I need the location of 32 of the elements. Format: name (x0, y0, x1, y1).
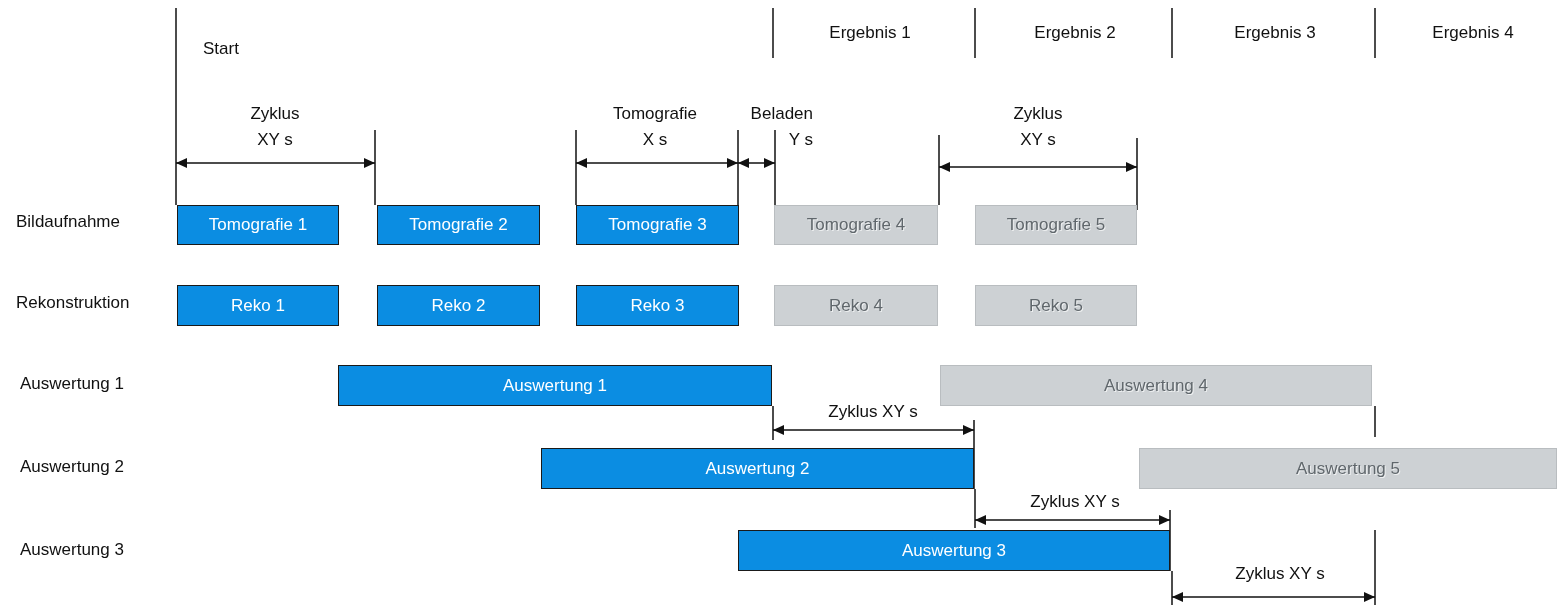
task-bar: Auswertung 4 (940, 365, 1372, 406)
duration-label: Zyklus XY s (827, 401, 919, 423)
task-bar: Reko 3 (576, 285, 739, 326)
result-label: Ergebnis 1 (828, 22, 912, 44)
task-bar: Auswertung 3 (738, 530, 1170, 571)
row-label: Auswertung 1 (20, 373, 125, 395)
row-label: Auswertung 3 (20, 539, 125, 561)
task-bar: Tomografie 1 (177, 205, 339, 245)
duration-label: Zyklus XY s (1012, 103, 1064, 151)
row-label: Bildaufnahme (16, 211, 121, 233)
result-label: Ergebnis 3 (1233, 22, 1317, 44)
duration-label: Zyklus XY s (1234, 563, 1326, 585)
duration-label: Zyklus XY s (249, 103, 301, 151)
task-bar: Reko 2 (377, 285, 540, 326)
result-label: Ergebnis 2 (1033, 22, 1117, 44)
task-bar: Reko 5 (975, 285, 1137, 326)
task-bar: Auswertung 5 (1139, 448, 1557, 489)
duration-label: Zyklus XY s (1029, 491, 1121, 513)
start-label: Start (203, 38, 240, 60)
task-bar: Auswertung 1 (338, 365, 772, 406)
duration-label: Beladen Y s (749, 103, 813, 151)
duration-label: Tomografie X s (611, 103, 699, 151)
row-label: Auswertung 2 (20, 456, 125, 478)
task-bar: Reko 1 (177, 285, 339, 326)
task-bar: Reko 4 (774, 285, 938, 326)
row-label: Rekonstruktion (16, 292, 131, 314)
task-bar: Tomografie 3 (576, 205, 739, 245)
task-bar: Auswertung 2 (541, 448, 974, 489)
result-label: Ergebnis 4 (1431, 22, 1515, 44)
task-bar: Tomografie 5 (975, 205, 1137, 245)
task-bar: Tomografie 2 (377, 205, 540, 245)
task-bar: Tomografie 4 (774, 205, 938, 245)
